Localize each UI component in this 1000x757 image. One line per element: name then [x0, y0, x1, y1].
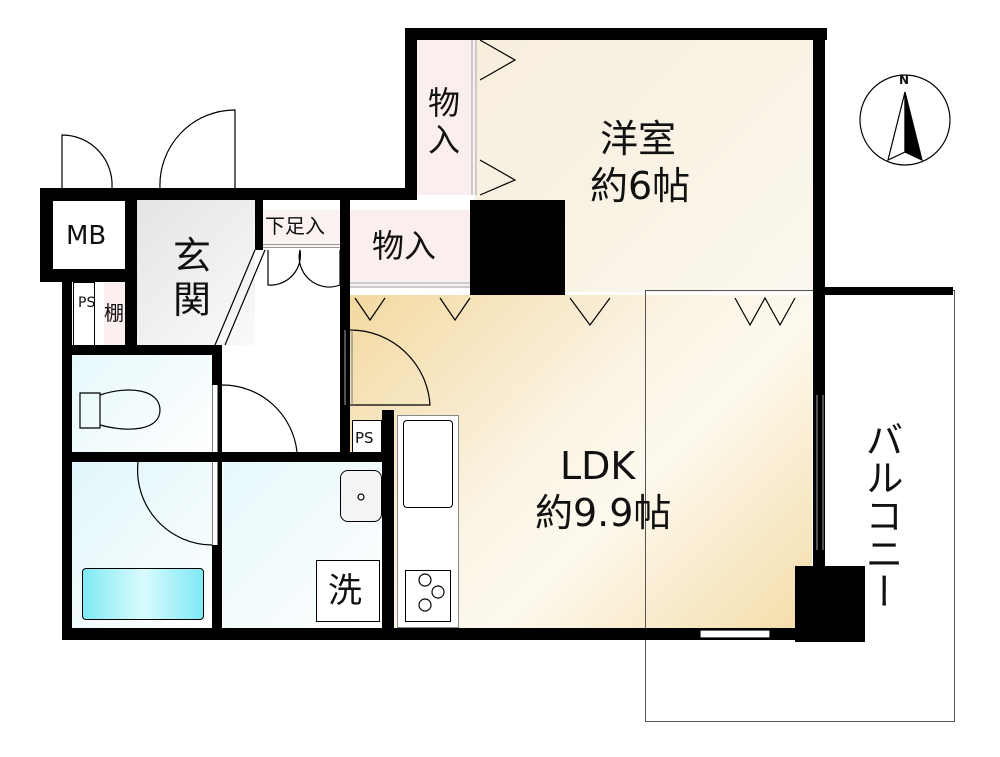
wall [62, 628, 797, 640]
washbasin [340, 470, 382, 522]
kitchen-counter [397, 415, 459, 628]
wall [795, 566, 865, 642]
ldk-name: LDK [560, 444, 636, 488]
wall [62, 345, 222, 355]
closet-mid-label: 物入 [372, 227, 437, 265]
wall [62, 452, 392, 462]
wall [813, 28, 825, 568]
toilet [79, 389, 161, 430]
closet-mid [350, 210, 472, 288]
door-swing [221, 384, 298, 453]
shoe-closet-label: 下足入 [265, 214, 325, 238]
wall [40, 188, 52, 280]
pipe-space-2-label: PS [355, 429, 374, 447]
toilet-room [72, 355, 214, 452]
closet-doors [479, 39, 517, 196]
meter-box-label: MB [66, 221, 107, 251]
washer-pan [316, 560, 380, 622]
meter-box [52, 200, 127, 270]
wall [255, 200, 263, 250]
closet-top-label: 物入 [427, 84, 460, 159]
washer-label: 洗 [328, 571, 362, 611]
wall [470, 200, 565, 295]
closet-doors [267, 249, 341, 288]
door-swing [349, 329, 431, 406]
pipe-space-1-label: PS [78, 295, 96, 311]
door-swing [61, 134, 113, 189]
shelf [104, 282, 126, 348]
entrance-label: 玄関 [172, 234, 211, 322]
kitchen-sink [403, 420, 453, 508]
wall [125, 200, 137, 355]
shelf-label: 棚 [104, 301, 124, 325]
compass-needle [904, 91, 923, 162]
step-line [214, 249, 266, 346]
door-swing [159, 109, 236, 189]
ldk-size: 約9.9帖 [535, 491, 672, 535]
door-swing [136, 461, 213, 546]
compass-circle [859, 74, 951, 166]
stove [405, 570, 451, 622]
wall [40, 188, 415, 200]
balcony-label: バルコニー [859, 420, 903, 610]
bathtub [82, 568, 204, 620]
wall [405, 28, 417, 200]
closet-doors [354, 296, 796, 327]
wall [825, 287, 953, 295]
compass-needle [887, 91, 906, 162]
shoe-closet [262, 210, 342, 248]
western-room-name: 洋室 [600, 117, 677, 161]
closet-top [415, 40, 477, 195]
balcony [645, 290, 955, 722]
wall [405, 28, 827, 40]
wall [382, 410, 394, 640]
compass-north-label: N [899, 73, 910, 87]
western-room-size: 約6帖 [590, 164, 691, 208]
